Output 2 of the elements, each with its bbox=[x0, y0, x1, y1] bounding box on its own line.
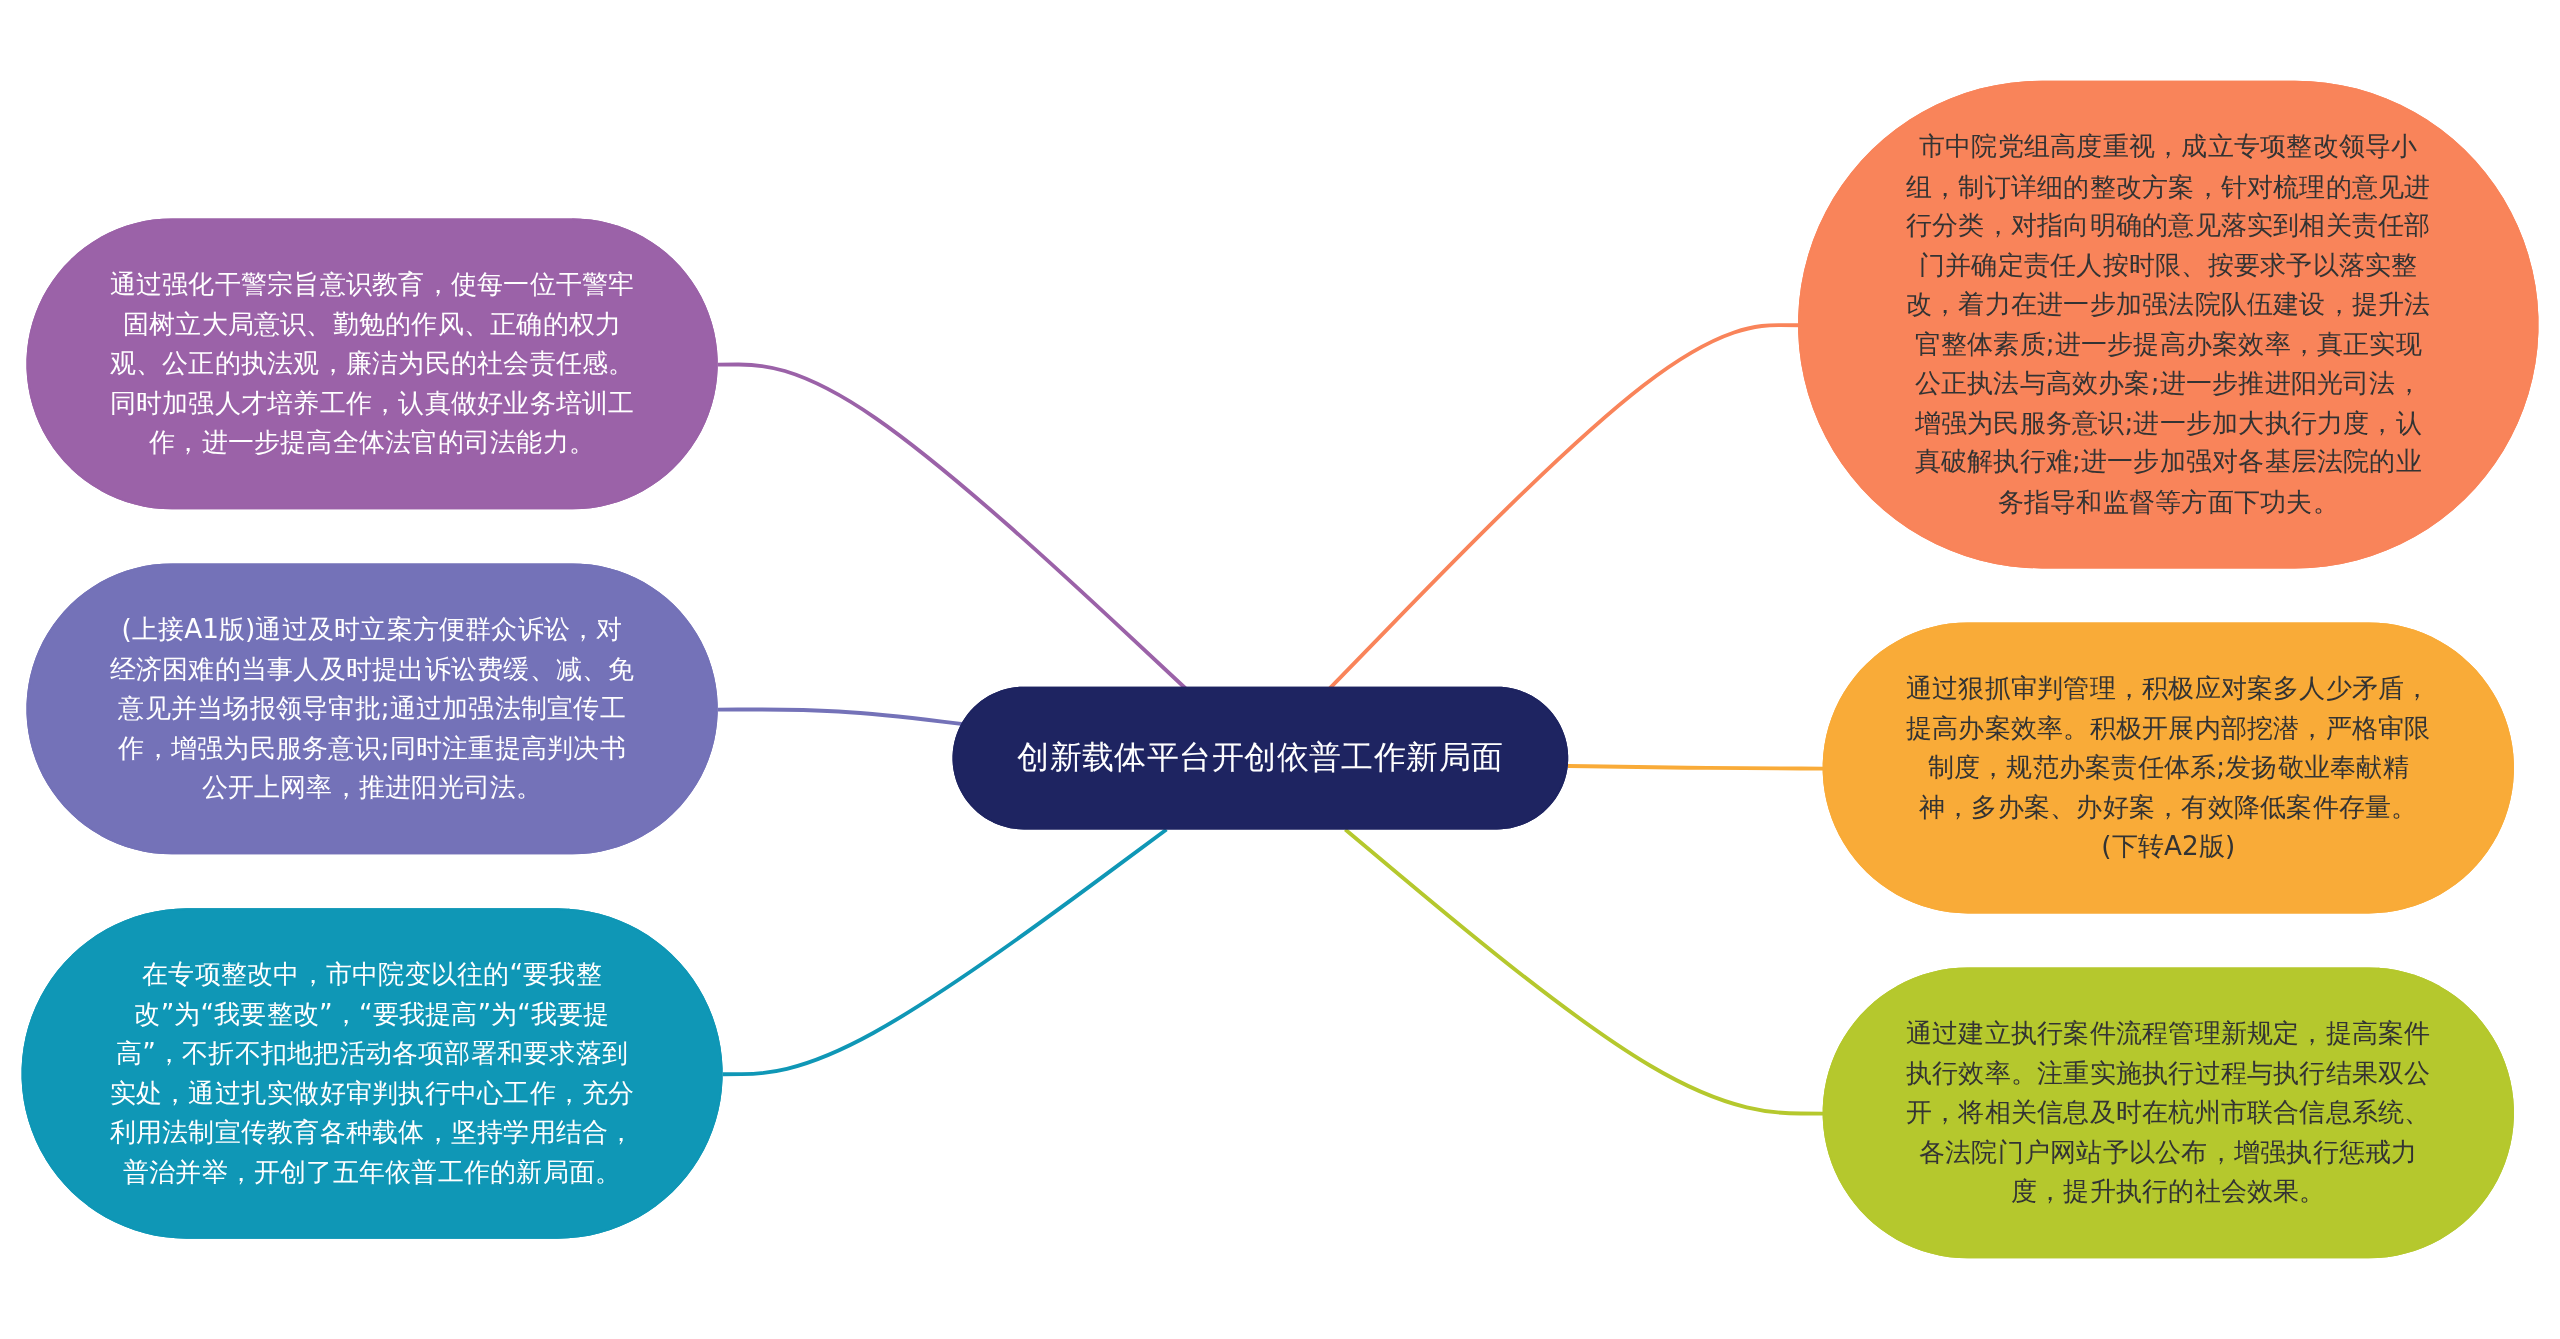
connector bbox=[722, 827, 1168, 1077]
connector bbox=[717, 707, 964, 727]
